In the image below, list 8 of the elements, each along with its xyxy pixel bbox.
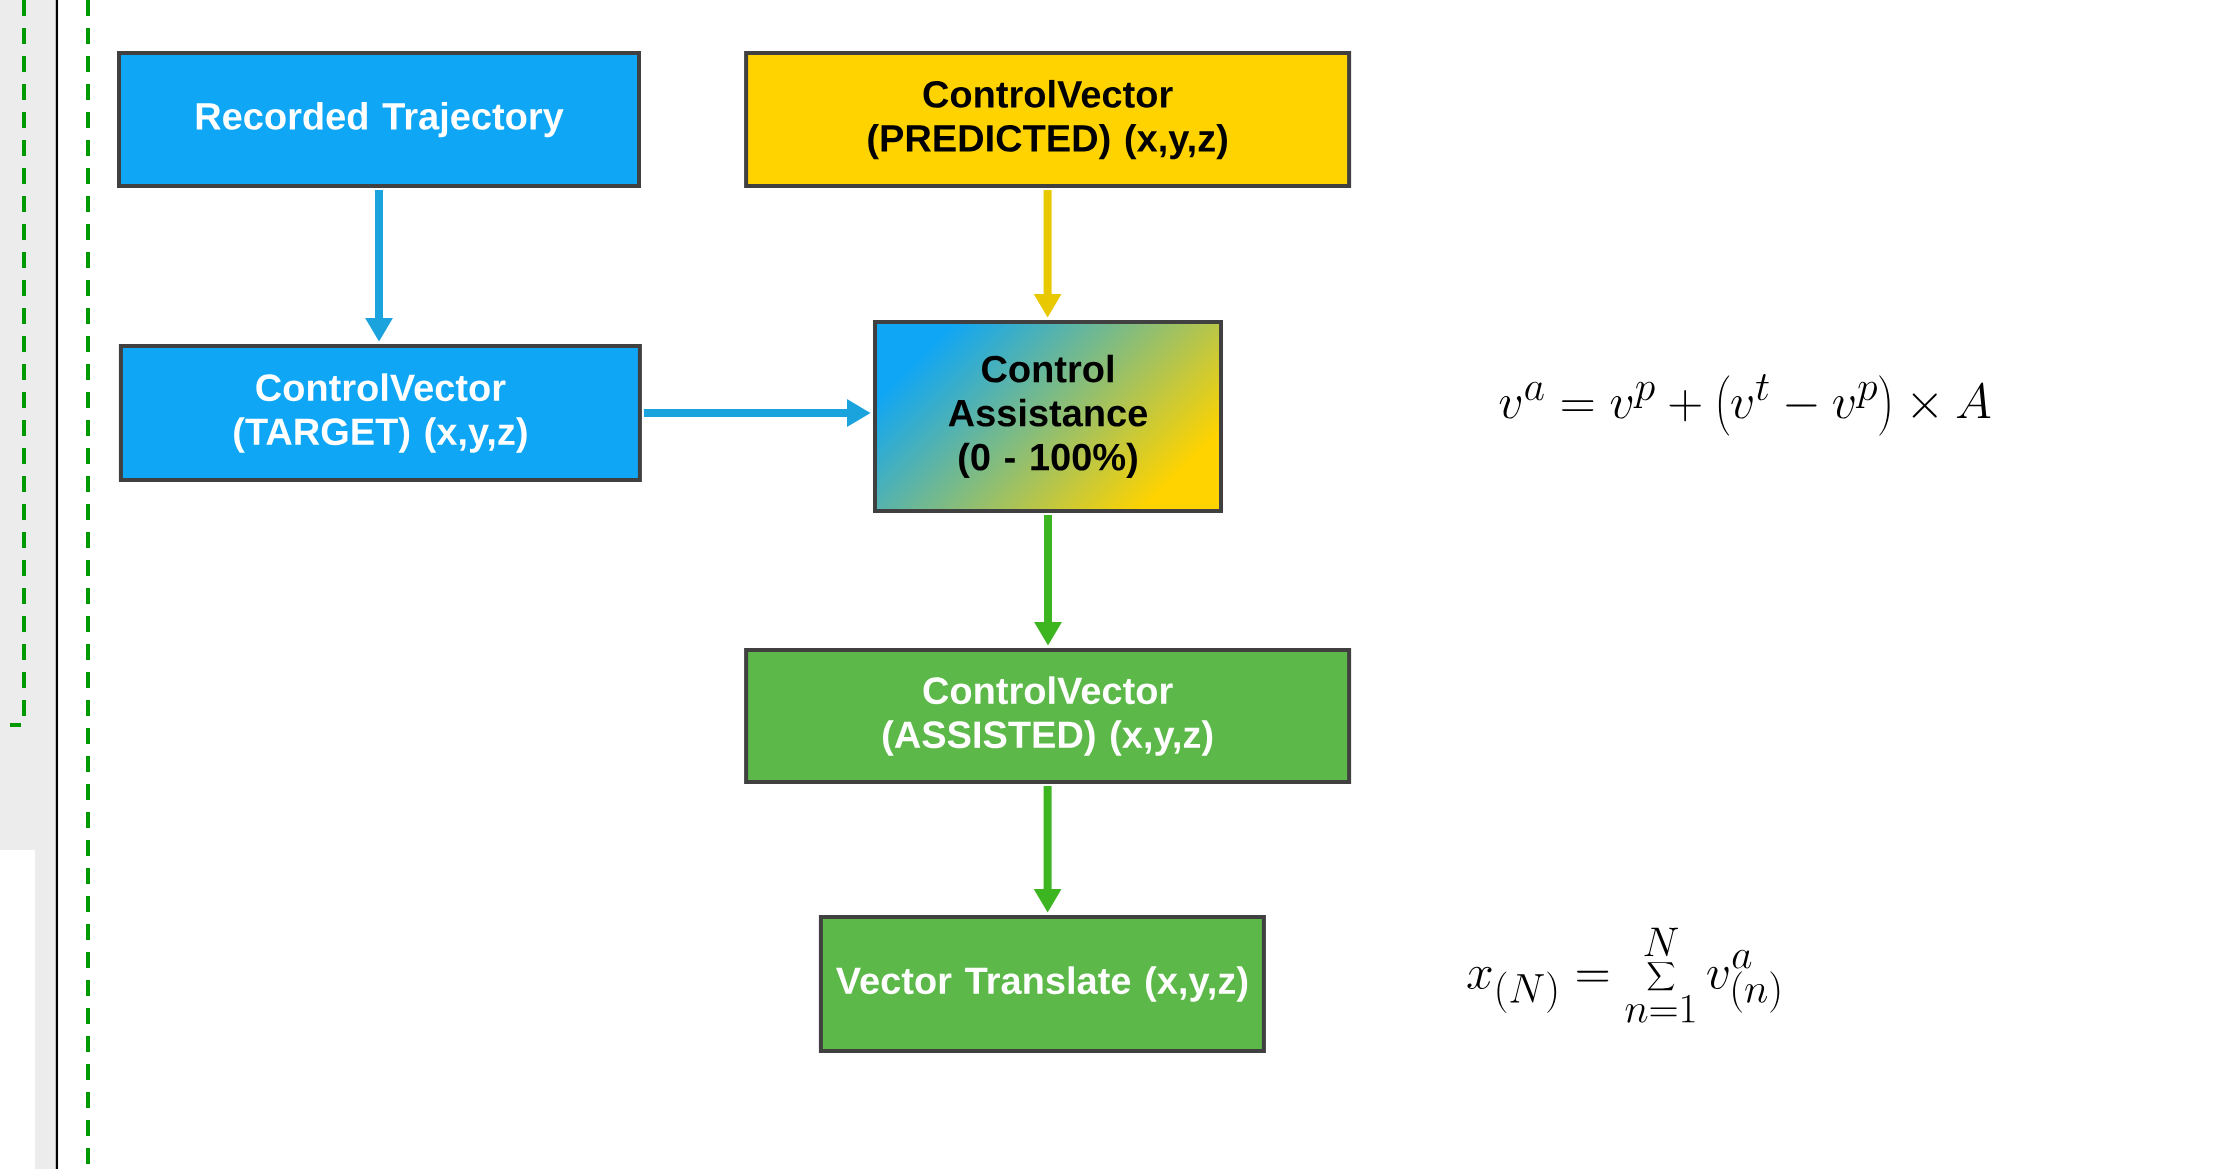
process-box: Vector Translate (x,y,z)	[818, 915, 1266, 1053]
formula: $v^{a} = v^{p} + \left(v^{t} - v^{p}\right) \times A$	[1499, 374, 1991, 436]
process-box: ControlVector (TARGET) (x,y,z)	[118, 344, 642, 482]
gradient-box: Control Assistance (0 - 100%)	[873, 319, 1223, 513]
process-box: Recorded Trajectory	[117, 51, 641, 189]
process-box: ControlVector (ASSISTED) (x,y,z)	[744, 648, 1352, 784]
process-box: ControlVector (PREDICTED) (x,y,z)	[744, 51, 1352, 189]
formula: $x_{(N)} = \sum_{n=1}^{N} v^{a}_{(n)}$	[1467, 927, 1780, 1023]
